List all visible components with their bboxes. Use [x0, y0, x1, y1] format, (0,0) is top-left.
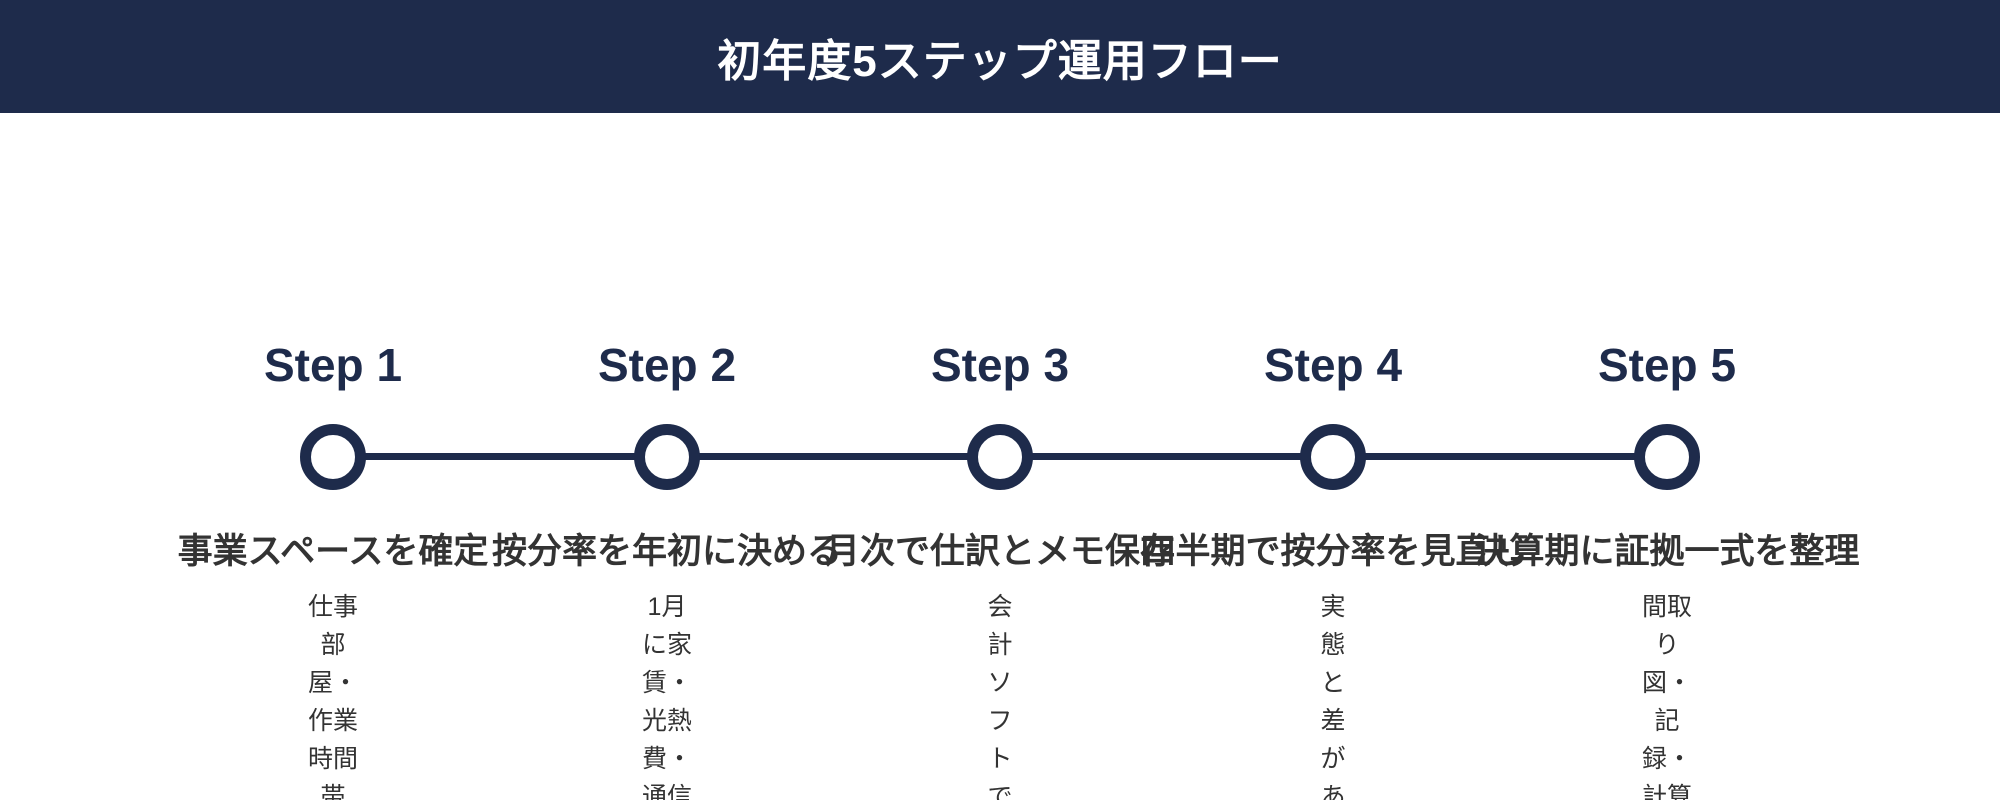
step-3-title: 月次で仕訳とメモ保存 — [824, 532, 1176, 571]
step-5-node-circle — [1634, 424, 1700, 490]
step-5-title: 決算期に証拠一式を整理 — [1474, 532, 1860, 571]
step-4-node-circle — [1300, 424, 1366, 490]
step-2-description: 1月に家賃・光熱費・ 通信費の基準を設定 — [642, 593, 693, 800]
timeline: Step 1 事業スペースを確定 仕事部屋・作業時間帯 を固定化 Step 2 … — [0, 113, 2000, 800]
step-2-title: 按分率を年初に決める — [491, 532, 843, 571]
step-1-title: 事業スペースを確定 — [177, 532, 489, 571]
step-3-description: 会計ソフトで毎月記録 — [987, 593, 1013, 800]
header-bar: 初年度5ステップ運用フロー — [0, 0, 2000, 113]
page-title: 初年度5ステップ運用フロー — [717, 36, 1283, 86]
step-1-label: Step 1 — [263, 339, 403, 391]
step-5-label: Step 5 — [1597, 339, 1737, 391]
step-4-title: 四半期で按分率を見直し — [1140, 532, 1526, 571]
step-2-label: Step 2 — [597, 339, 737, 391]
step-1-node-circle — [300, 424, 366, 490]
step-5-description: 間取り図・記録・計算 根拠をファイル化 — [1642, 593, 1693, 800]
step-3-label: Step 3 — [930, 339, 1070, 391]
step-3-node-circle — [967, 424, 1033, 490]
step-4-label: Step 4 — [1263, 339, 1403, 391]
step-2-node-circle — [634, 424, 700, 490]
step-4-description: 実態と差があれば期中 に修正 — [1320, 593, 1346, 800]
step-1-description: 仕事部屋・作業時間帯 を固定化 — [308, 593, 359, 800]
